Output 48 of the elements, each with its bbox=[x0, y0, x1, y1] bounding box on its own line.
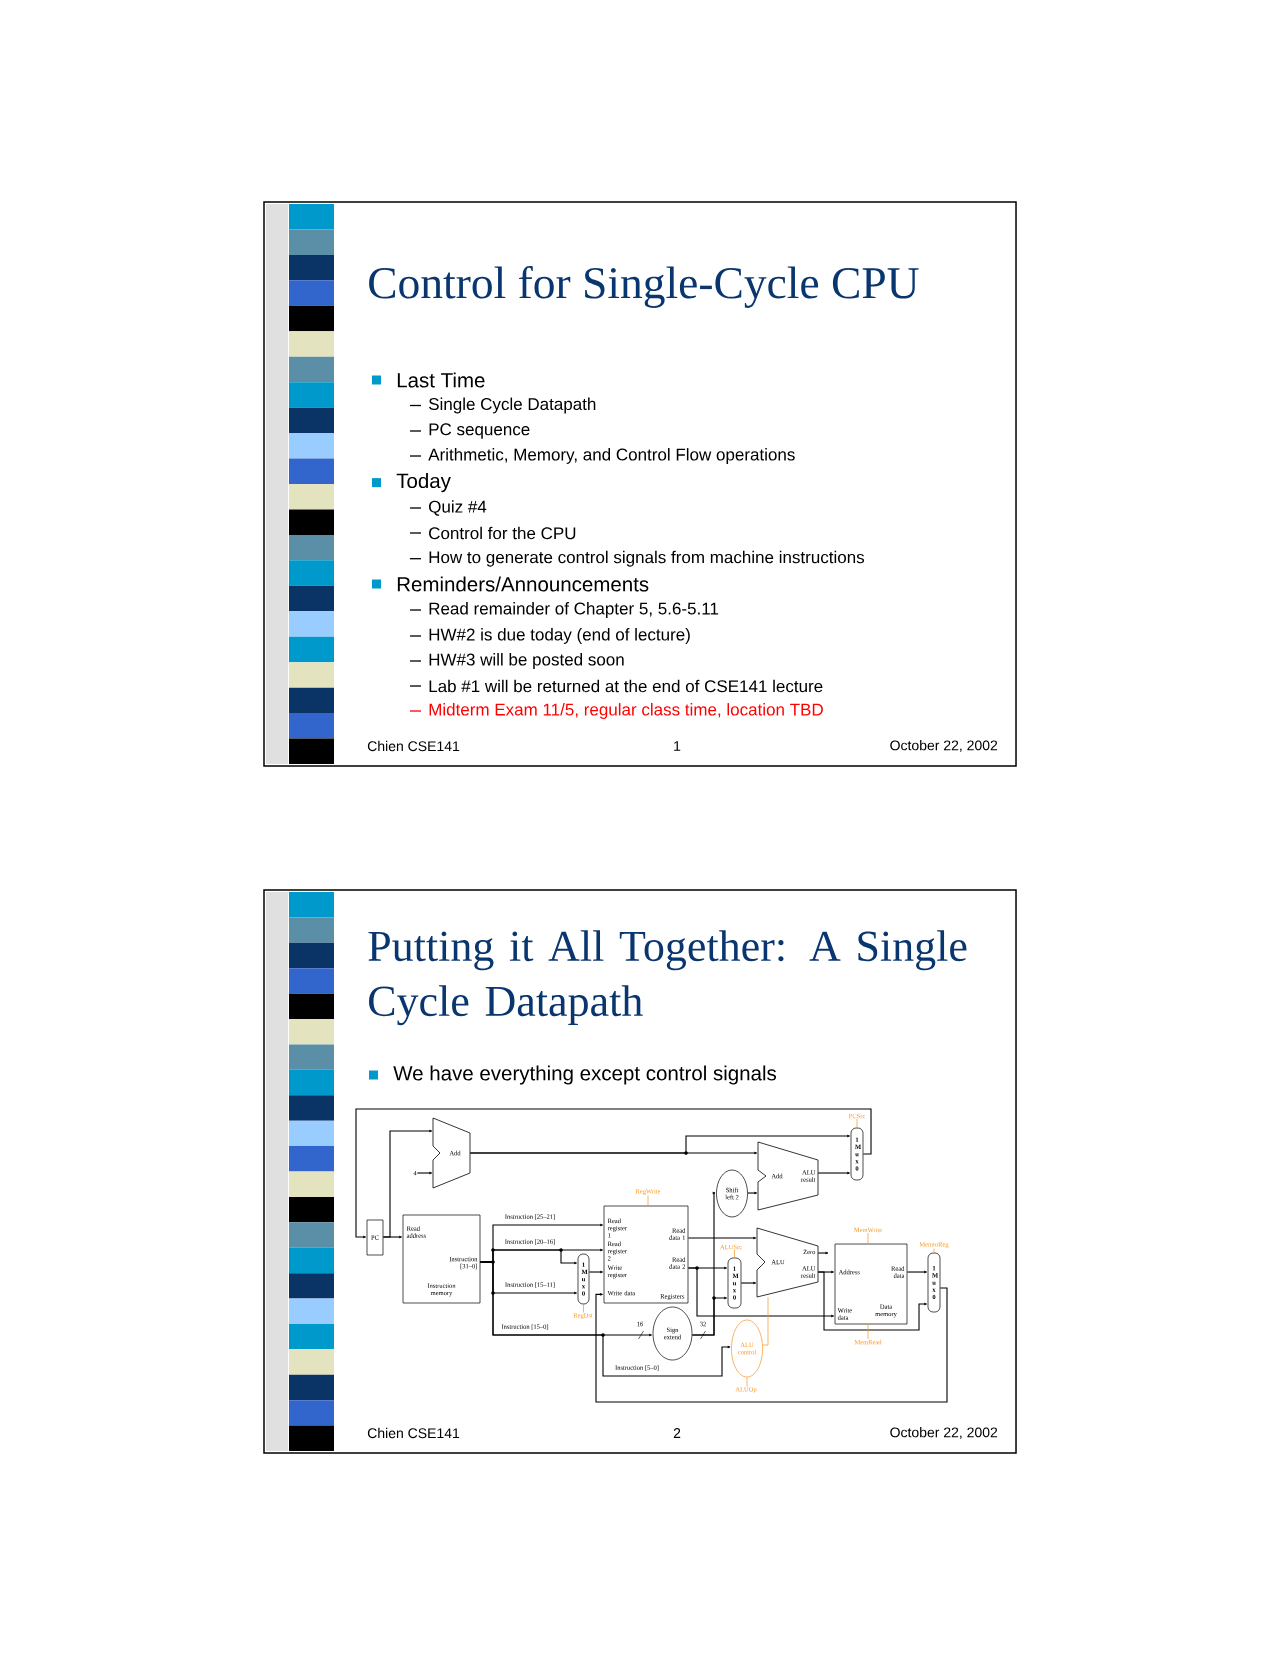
arrow bbox=[691, 1191, 716, 1336]
leader-line bbox=[746, 1377, 748, 1387]
sub-bullet-item: HW#2 is due today (end of lecture) bbox=[409, 628, 690, 644]
sub-bullet-item: Lab #1 will be returned at the end of CSE141 lecture bbox=[409, 679, 823, 693]
sub-bullet-item: Single Cycle Datapath bbox=[409, 397, 596, 414]
footer-text: Chien CSE141 bbox=[367, 1427, 460, 1439]
sub-bullet-item: HW#3 will be posted soon bbox=[409, 653, 624, 669]
arrow bbox=[382, 1235, 402, 1239]
slide-title: Control for Single-Cycle CPU bbox=[369, 266, 919, 308]
arrow bbox=[906, 1270, 927, 1274]
arrow bbox=[416, 1171, 433, 1175]
leader-line bbox=[933, 1248, 935, 1253]
arrow bbox=[479, 1261, 731, 1377]
arrow bbox=[687, 1267, 834, 1318]
leader-line bbox=[856, 1118, 858, 1128]
leader-line bbox=[583, 1304, 584, 1313]
arrow bbox=[747, 1191, 758, 1195]
arrow bbox=[595, 1287, 948, 1403]
arrow bbox=[469, 1151, 758, 1155]
page-number: 1 bbox=[674, 741, 681, 751]
footer-date: October 22, 2002 bbox=[890, 740, 998, 752]
leader-line bbox=[647, 1195, 649, 1206]
control-line bbox=[762, 1296, 769, 1346]
sub-bullet-item: Arithmetic, Memory, and Control Flow operations bbox=[409, 448, 795, 464]
sub-bullet-item: Read remainder of Chapter 5, 5.6-5.11 bbox=[409, 602, 719, 618]
sub-bullet-item: How to generate control signals from machine instructions bbox=[409, 550, 865, 567]
sub-bullet-item: Quiz #4 bbox=[409, 500, 487, 516]
leader-line bbox=[867, 1324, 869, 1340]
leader-line bbox=[867, 1232, 869, 1244]
bullet-item: Reminders/Announcements bbox=[372, 576, 649, 592]
footer-text: Chien CSE141 bbox=[367, 740, 460, 752]
arrow bbox=[817, 1251, 829, 1255]
arrow bbox=[740, 1281, 757, 1285]
page-number: 2 bbox=[673, 1428, 681, 1438]
sub-bullet-item: Control for the CPU bbox=[409, 526, 576, 540]
bullet-item: We have everything except control signals bbox=[369, 1065, 777, 1085]
sub-bullet-item: Midterm Exam 11/5, regular class time, location TBD bbox=[409, 703, 823, 719]
leader-line bbox=[734, 1249, 735, 1258]
arrow bbox=[817, 1171, 850, 1175]
bullet-item: Last Time bbox=[372, 372, 485, 388]
bullet-item: Today bbox=[372, 473, 451, 493]
footer-date: October 22, 2002 bbox=[890, 1427, 998, 1439]
slide-title: Putting it All Together: A Single Cycle Datapath bbox=[368, 930, 967, 1026]
sub-bullet-item: PC sequence bbox=[409, 423, 530, 439]
arrow bbox=[588, 1270, 603, 1274]
arrow bbox=[817, 1271, 927, 1331]
arrow bbox=[355, 1108, 872, 1239]
arrow bbox=[687, 1236, 757, 1240]
